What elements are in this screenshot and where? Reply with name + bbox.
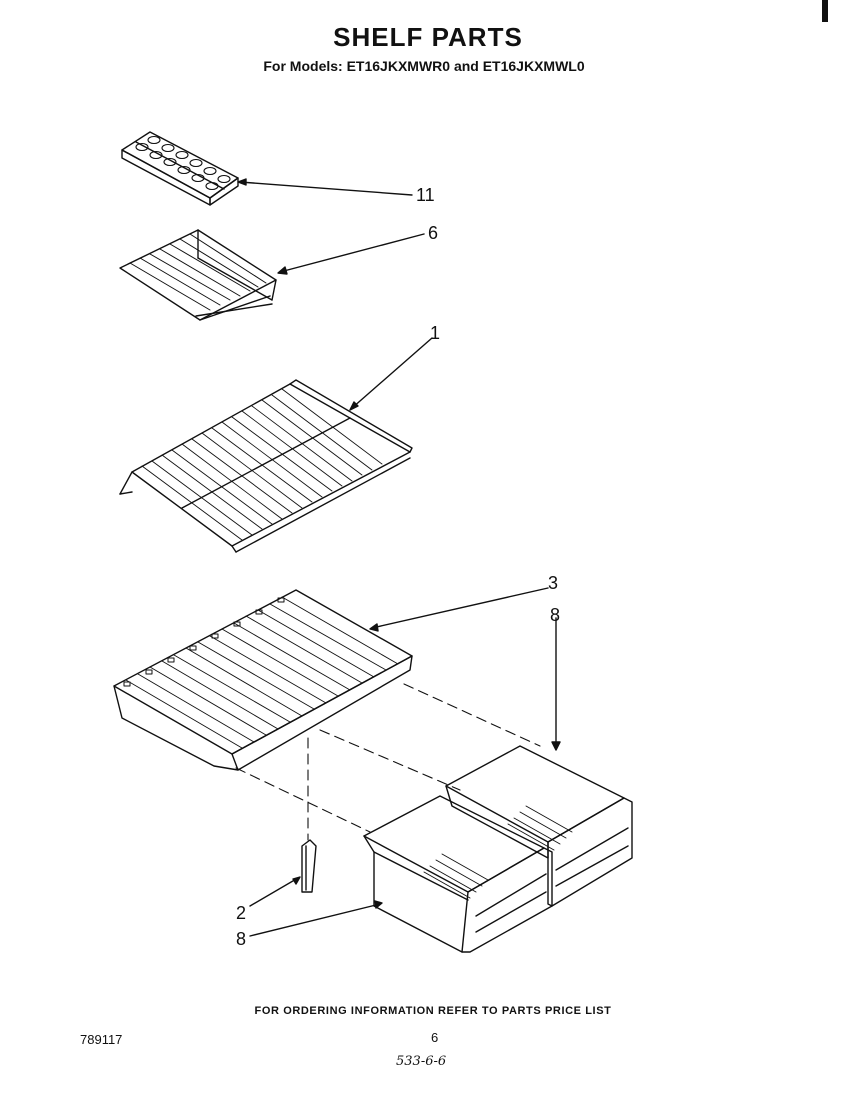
document-number: 789117 [80,1032,123,1047]
page-number: 6 [431,1030,439,1045]
models-subtitle: For Models: ET16JKXMWR0 and ET16JKXMWL0 [263,58,585,74]
handwritten-note: 533-6-6 [396,1054,447,1069]
wire-shelf-drawing [119,337,433,553]
assembly-guide-lines [235,683,541,841]
support-post-drawing [249,839,317,907]
ordering-note: FOR ORDERING INFORMATION REFER TO PARTS … [254,1005,612,1017]
crisper-drawer-right-drawing [445,617,633,907]
callout-1: 1 [430,323,441,343]
crisper-cover-shelf-drawing [113,587,549,771]
callout-11: 11 [416,185,435,205]
small-wire-shelf-drawing [119,229,425,321]
callout-2: 2 [236,903,247,923]
callout-6: 6 [428,223,439,243]
callout-3: 3 [548,573,559,593]
scan-edge-mark [822,0,828,22]
callout-8-left: 8 [236,929,247,949]
ice-cube-tray-drawing [121,131,413,206]
callout-8-right: 8 [550,605,561,625]
page-title: SHELF PARTS [333,22,523,52]
crisper-drawer-left-drawing [249,795,553,953]
